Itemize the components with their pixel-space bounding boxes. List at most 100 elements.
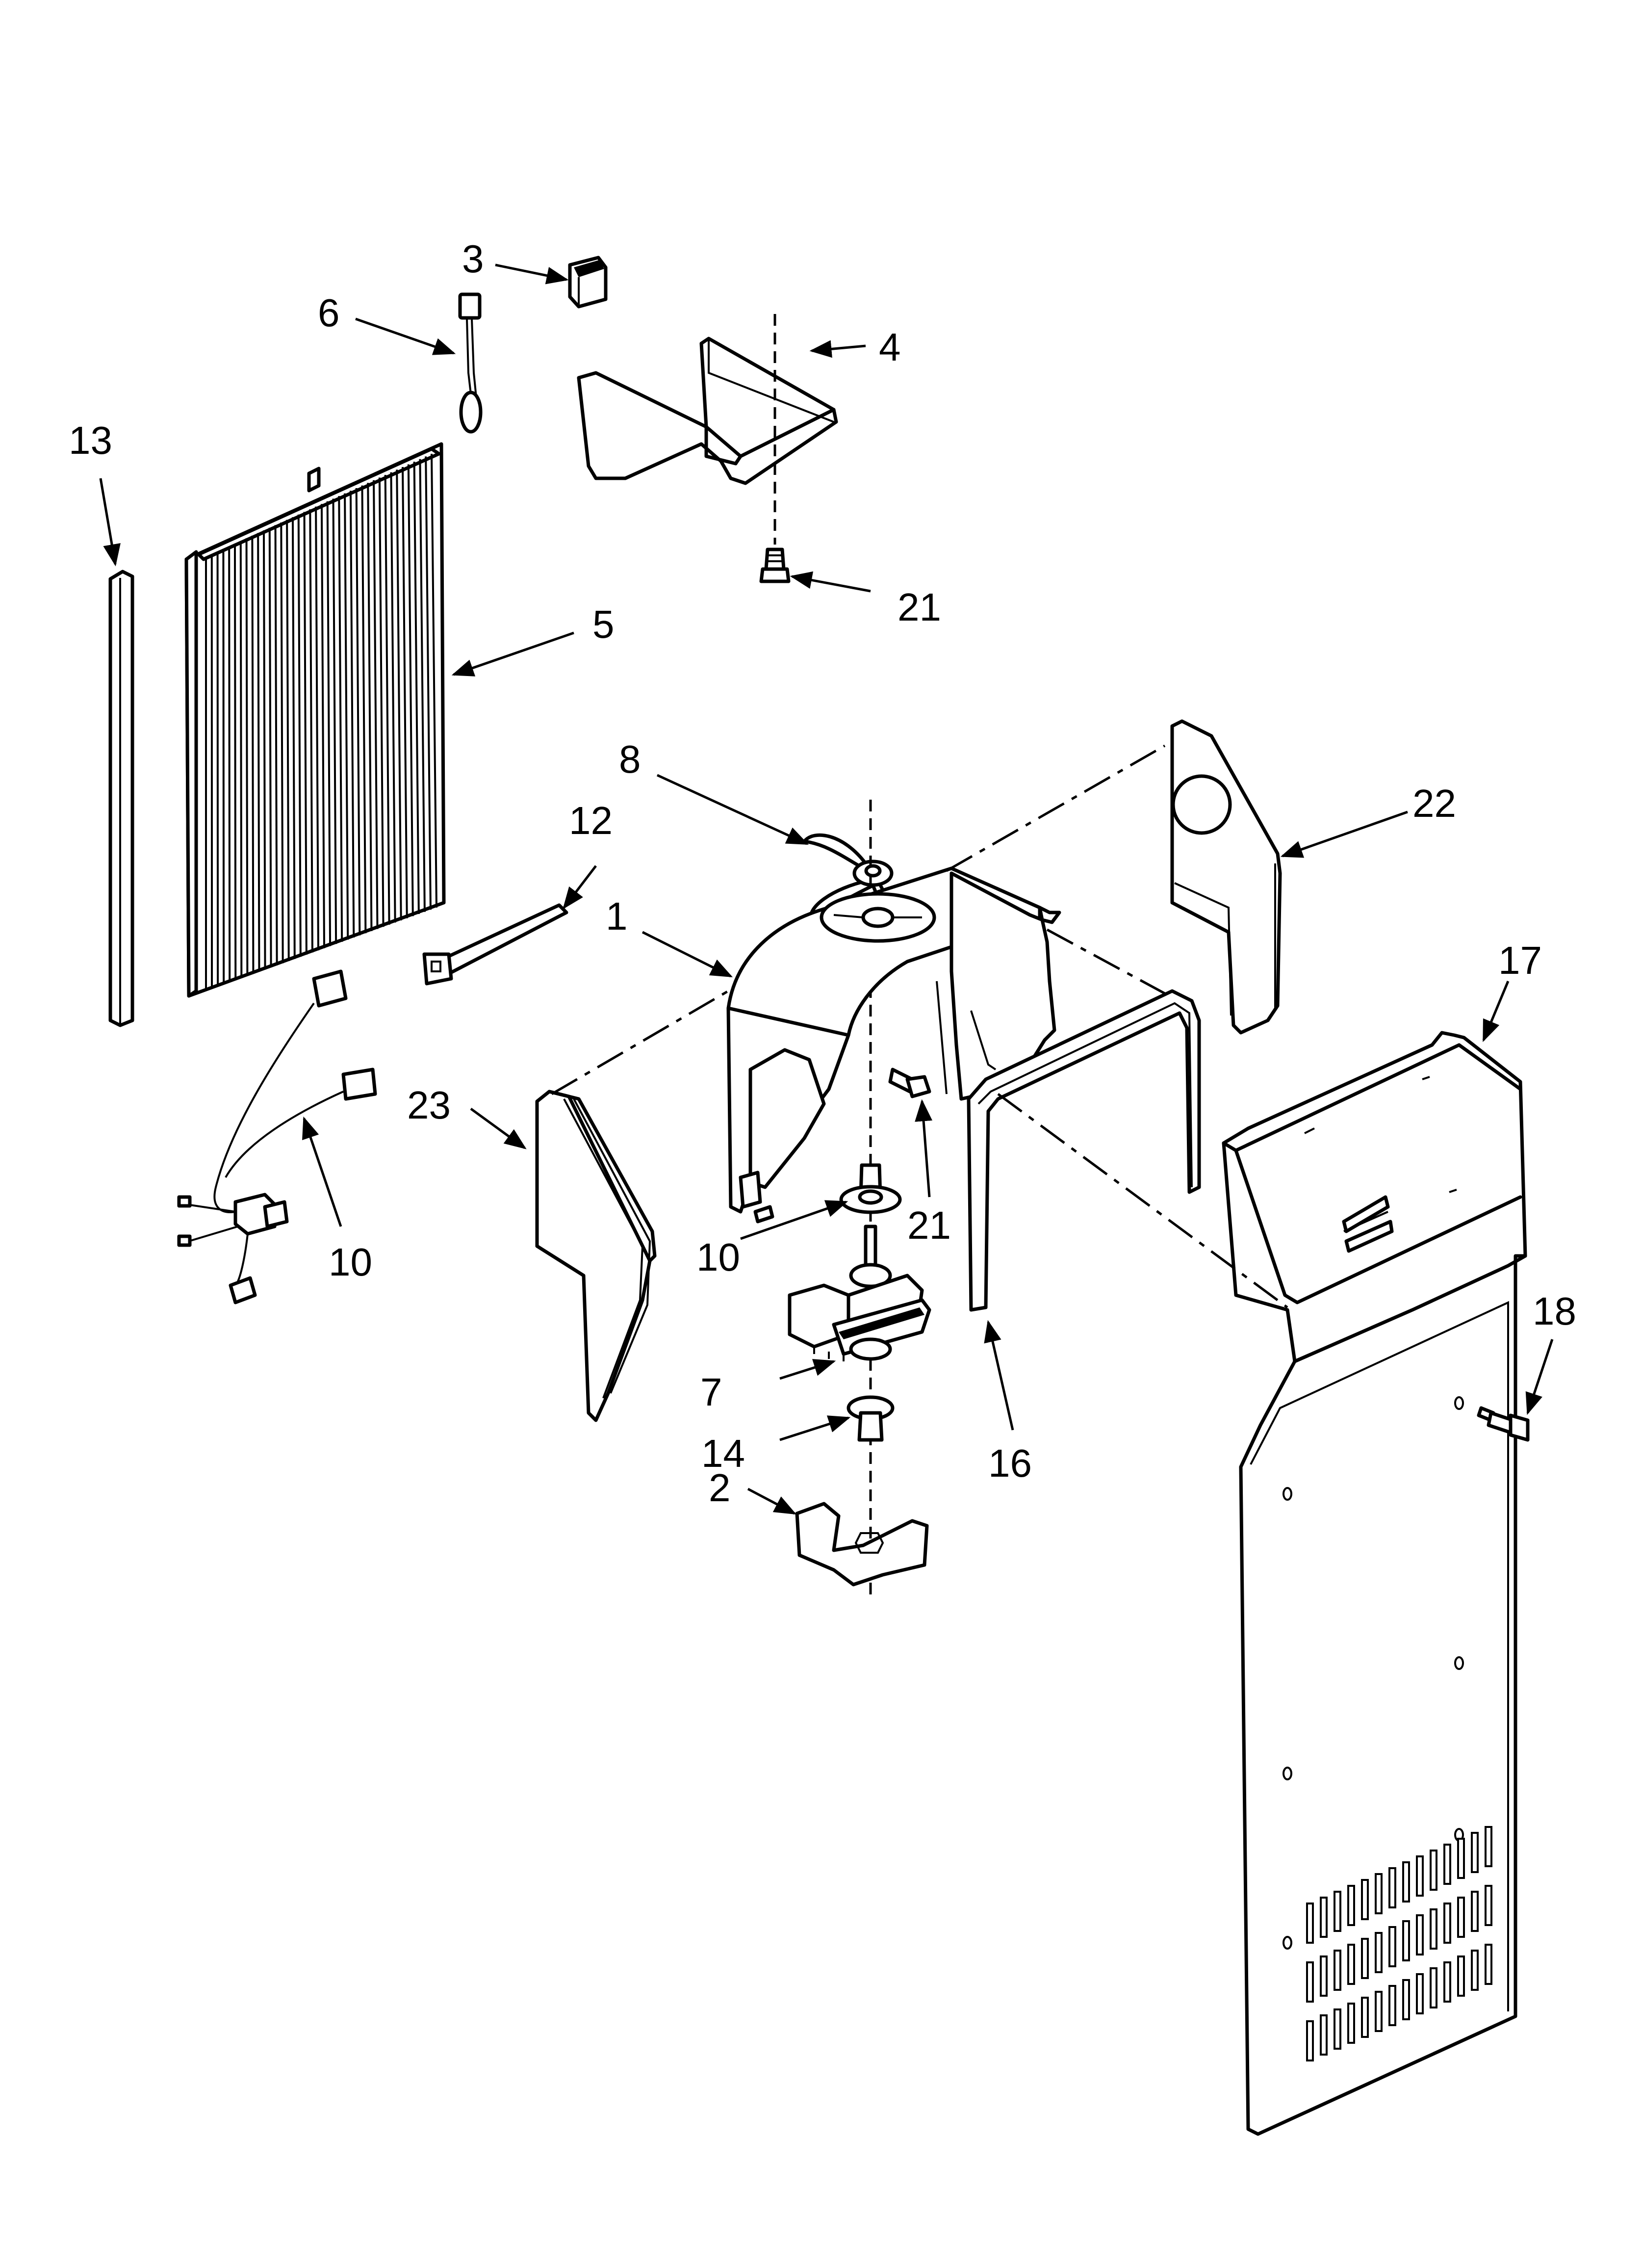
part-2-motor-bracket [795, 1502, 929, 1587]
callout-8: 8 [619, 737, 641, 781]
vent-slot [1347, 1885, 1355, 1926]
part-4-bracket [577, 337, 838, 485]
vent-slot [1320, 1897, 1328, 1938]
part-3-block [568, 256, 608, 309]
alignment-line-23 [551, 990, 729, 1095]
fin-line [315, 506, 319, 951]
fin-line [431, 453, 437, 908]
part-21-screw-top [759, 547, 791, 583]
part-14-cable-tie [422, 903, 568, 986]
vent-slot [1485, 1826, 1492, 1867]
vent-slot [1416, 1914, 1424, 1955]
fin-line [262, 530, 266, 970]
vent-slot [1375, 1932, 1383, 1973]
fin-line [228, 546, 231, 983]
fin-line [367, 483, 373, 931]
callout-labels: 3 6 4 13 21 5 8 12 22 1 17 23 21 10 10 1… [69, 237, 1576, 1510]
fin-line [245, 538, 249, 976]
leader-lines [99, 263, 1554, 1515]
vent-slot [1485, 1885, 1492, 1926]
fin-line [413, 462, 420, 914]
fin-line [251, 535, 255, 974]
vent-slot [1334, 1950, 1341, 1991]
callout-7: 7 [700, 1370, 722, 1414]
part-21-screw-mid [888, 1068, 931, 1098]
part-13-u-seal [967, 989, 1201, 1312]
vent-slot [1471, 1950, 1479, 1991]
fin-line [286, 520, 290, 961]
vent-slot [1320, 2014, 1328, 2056]
vent-slot [1347, 1944, 1355, 1985]
callout-1: 1 [606, 894, 628, 938]
fin-line [291, 517, 296, 959]
vent-slot [1361, 1938, 1369, 1979]
callout-2: 2 [709, 1466, 731, 1510]
callout-4: 4 [879, 325, 901, 369]
fin-line [303, 512, 308, 955]
vent-slot [1471, 1832, 1479, 1873]
part-6-sensor [458, 292, 483, 434]
fin-line [425, 456, 432, 910]
callout-21-mid: 21 [907, 1203, 951, 1247]
part-16-strip [108, 570, 134, 1027]
vent-slot [1334, 2008, 1341, 2050]
vent-slot [1388, 1926, 1396, 1967]
fin-line [384, 475, 390, 925]
vent-slot [1388, 1985, 1396, 2026]
part-17-rear-panel [1222, 1031, 1527, 2136]
part-1-fan-shroud [726, 866, 1061, 1224]
fin-line [402, 467, 408, 918]
callout-16: 13 [69, 418, 112, 462]
fin-line [239, 541, 243, 978]
vent-slot [1457, 1897, 1465, 1938]
part-18-screw [1477, 1406, 1530, 1442]
vent-slot [1457, 1955, 1465, 1997]
callout-3: 3 [462, 237, 484, 281]
vent-slot [1443, 1844, 1451, 1885]
vent-slot [1306, 2020, 1314, 2061]
fin-line [378, 477, 385, 927]
vent-slot [1416, 1973, 1424, 2014]
part-23-side-baffle [535, 1090, 657, 1422]
callout-13: 16 [988, 1441, 1032, 1485]
fin-line [280, 522, 284, 964]
vent-slot [1334, 1891, 1341, 1932]
fin-line [332, 498, 337, 944]
vent-slot [1471, 1891, 1479, 1932]
vent-slot [1430, 1850, 1437, 1891]
vent-slot [1402, 1920, 1410, 1961]
alignment-line-22 [946, 744, 1166, 872]
alignment-line-22b [1046, 928, 1166, 995]
fin-line [309, 509, 313, 953]
fin-line [407, 464, 414, 916]
callout-10-upper: 10 [696, 1235, 740, 1279]
vent-slot [1306, 1961, 1314, 2003]
part-10-grommet-upper [839, 1163, 902, 1214]
vent-slot [1306, 1903, 1314, 1944]
vent-slot [1361, 1879, 1369, 1920]
vent-slot [1430, 1908, 1437, 1950]
vent-slot [1375, 1991, 1383, 2032]
fin-line [344, 493, 349, 940]
callout-18: 18 [1533, 1289, 1576, 1333]
vent-slot [1402, 1861, 1410, 1903]
callout-6: 6 [318, 291, 340, 335]
fin-line [373, 480, 379, 929]
vent-slot [1430, 1967, 1437, 2008]
vent-slot [1320, 1955, 1328, 1997]
part-7-fan-motor [788, 1225, 931, 1361]
fin-line [297, 514, 302, 957]
fin-line [326, 501, 332, 946]
fin-line [268, 527, 272, 968]
part-22-upper-panel [1170, 719, 1282, 1035]
part-12-wire-harness [177, 969, 377, 1304]
callout-10-lower: 14 [701, 1432, 745, 1475]
fin-line [355, 488, 361, 936]
part-10-grommet-lower [847, 1395, 895, 1442]
fin-line [338, 496, 343, 942]
fin-line [274, 525, 278, 965]
fin-line [320, 504, 326, 948]
vent-slot [1443, 1961, 1451, 2003]
callout-12: 10 [329, 1240, 372, 1284]
